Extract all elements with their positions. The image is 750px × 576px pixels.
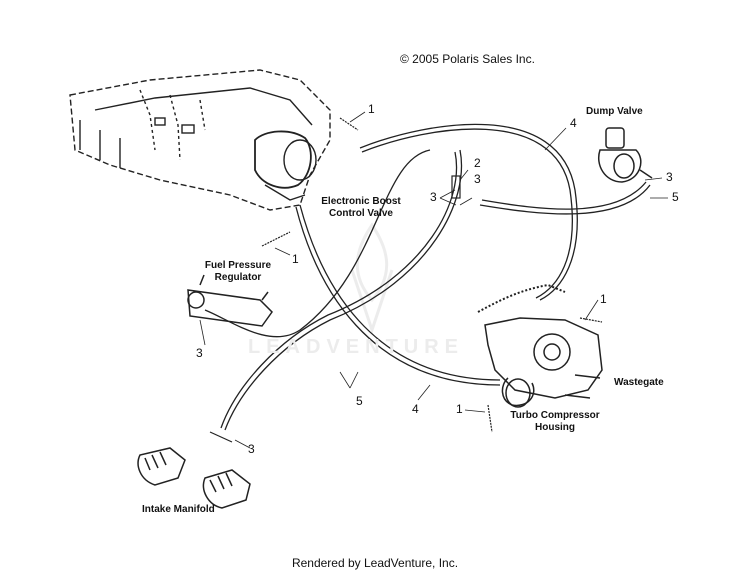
- label-turbo-line-1: Turbo Compressor: [510, 410, 600, 421]
- label-turbo-line-2: Housing: [535, 422, 575, 433]
- label-intake-manifold: Intake Manifold: [142, 504, 215, 515]
- label-fuel-line-2: Regulator: [214, 272, 262, 283]
- callout-4-bottom: 4: [412, 402, 419, 416]
- callout-1-right: 1: [600, 292, 607, 306]
- label-dump-valve: Dump Valve: [586, 106, 643, 117]
- label-boost-line-1: Electronic Boost: [321, 196, 401, 207]
- fittings: [209, 117, 603, 443]
- dump-valve: [598, 127, 653, 183]
- callout-2: 2: [474, 156, 481, 170]
- label-electronic-boost-control-valve: Electronic Boost Control Valve: [316, 196, 406, 220]
- copyright-notice: © 2005 Polaris Sales Inc.: [400, 52, 535, 66]
- turbo-compressor-housing: [484, 317, 603, 408]
- callout-3-regulator: 3: [196, 346, 203, 360]
- label-turbo-compressor-housing: Turbo Compressor Housing: [505, 410, 605, 434]
- footer-credit: Rendered by LeadVenture, Inc.: [291, 556, 459, 570]
- callout-4-top: 4: [570, 116, 577, 130]
- callout-3-right: 3: [474, 172, 481, 186]
- label-boost-line-2: Control Valve: [329, 208, 393, 219]
- label-wastegate: Wastegate: [614, 377, 664, 388]
- leader-lines: [199, 111, 668, 449]
- callout-3-bottom: 3: [248, 442, 255, 456]
- watermark-text: LEADVENTURE: [248, 336, 465, 358]
- callout-5-bottom: 5: [356, 394, 363, 408]
- callout-1-top: 1: [368, 102, 375, 116]
- label-fuel-line-1: Fuel Pressure: [204, 260, 272, 271]
- callout-3-left: 3: [430, 190, 437, 204]
- callout-5-dump: 5: [672, 190, 679, 204]
- fuel-pressure-regulator: [187, 274, 273, 327]
- callout-1-bottom: 1: [456, 402, 463, 416]
- airbox-housing: [69, 69, 331, 211]
- label-fuel-pressure-regulator: Fuel Pressure Regulator: [198, 260, 278, 284]
- watermark-logo: [350, 222, 394, 335]
- callout-3-dump: 3: [666, 170, 673, 184]
- callout-1-mid: 1: [292, 252, 299, 266]
- intake-manifolds: [137, 447, 251, 509]
